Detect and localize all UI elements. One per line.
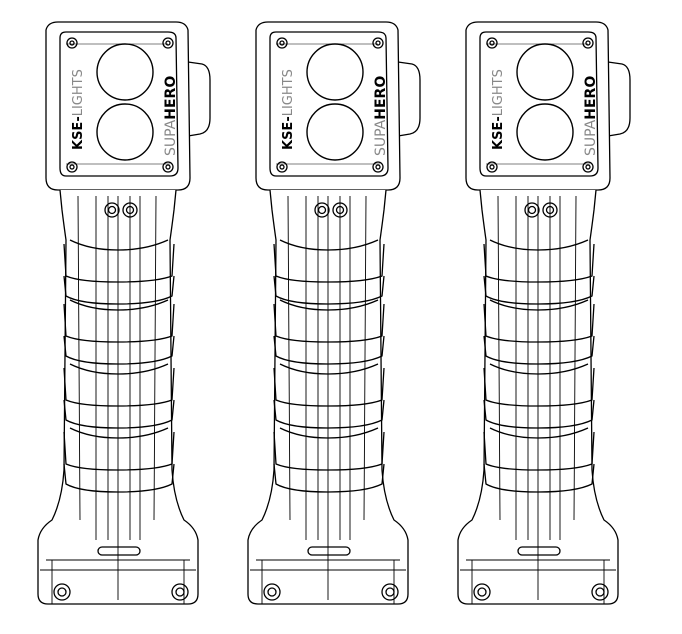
brand-left-label: KSE-LIGHTS <box>491 69 506 150</box>
torch-drawing: KSE-LIGHTS SUPAHERO <box>457 21 631 605</box>
upper-lens <box>96 43 154 101</box>
upper-lens <box>516 43 574 101</box>
head-screw-icon <box>486 37 594 173</box>
head-housing <box>255 21 401 191</box>
lower-lens <box>306 103 364 161</box>
lower-lens <box>516 103 574 161</box>
base-screw-icon <box>263 583 399 601</box>
torch-3: KSE-LIGHTS SUPAHERO <box>420 0 647 634</box>
upper-lens <box>306 43 364 101</box>
torch-2: KSE-LIGHTS SUPAHERO <box>210 0 437 634</box>
brand-right-label: SUPAHERO <box>583 76 599 156</box>
side-switch <box>607 61 631 137</box>
lower-lens <box>96 103 154 161</box>
brand-left-label: KSE-LIGHTS <box>71 69 86 150</box>
grip-ribs <box>273 239 385 493</box>
base-screw-icon <box>53 583 189 601</box>
grip-ribs <box>483 239 595 493</box>
head-housing <box>45 21 191 191</box>
torch-drawing: KSE-LIGHTS SUPAHERO <box>247 21 421 605</box>
brand-right-label: SUPAHERO <box>373 76 389 156</box>
brand-left-label: KSE-LIGHTS <box>281 69 296 150</box>
head-screw-icon <box>66 37 174 173</box>
side-switch <box>187 61 211 137</box>
torch-drawing: KSE-LIGHTS SUPAHERO <box>37 21 211 605</box>
head-housing <box>465 21 611 191</box>
base-screw-icon <box>473 583 609 601</box>
side-switch <box>397 61 421 137</box>
torch-1: KSE-LIGHTS SUPAHERO <box>0 0 227 634</box>
grip-ribs <box>63 239 175 493</box>
brand-right-label: SUPAHERO <box>163 76 179 156</box>
head-screw-icon <box>276 37 384 173</box>
